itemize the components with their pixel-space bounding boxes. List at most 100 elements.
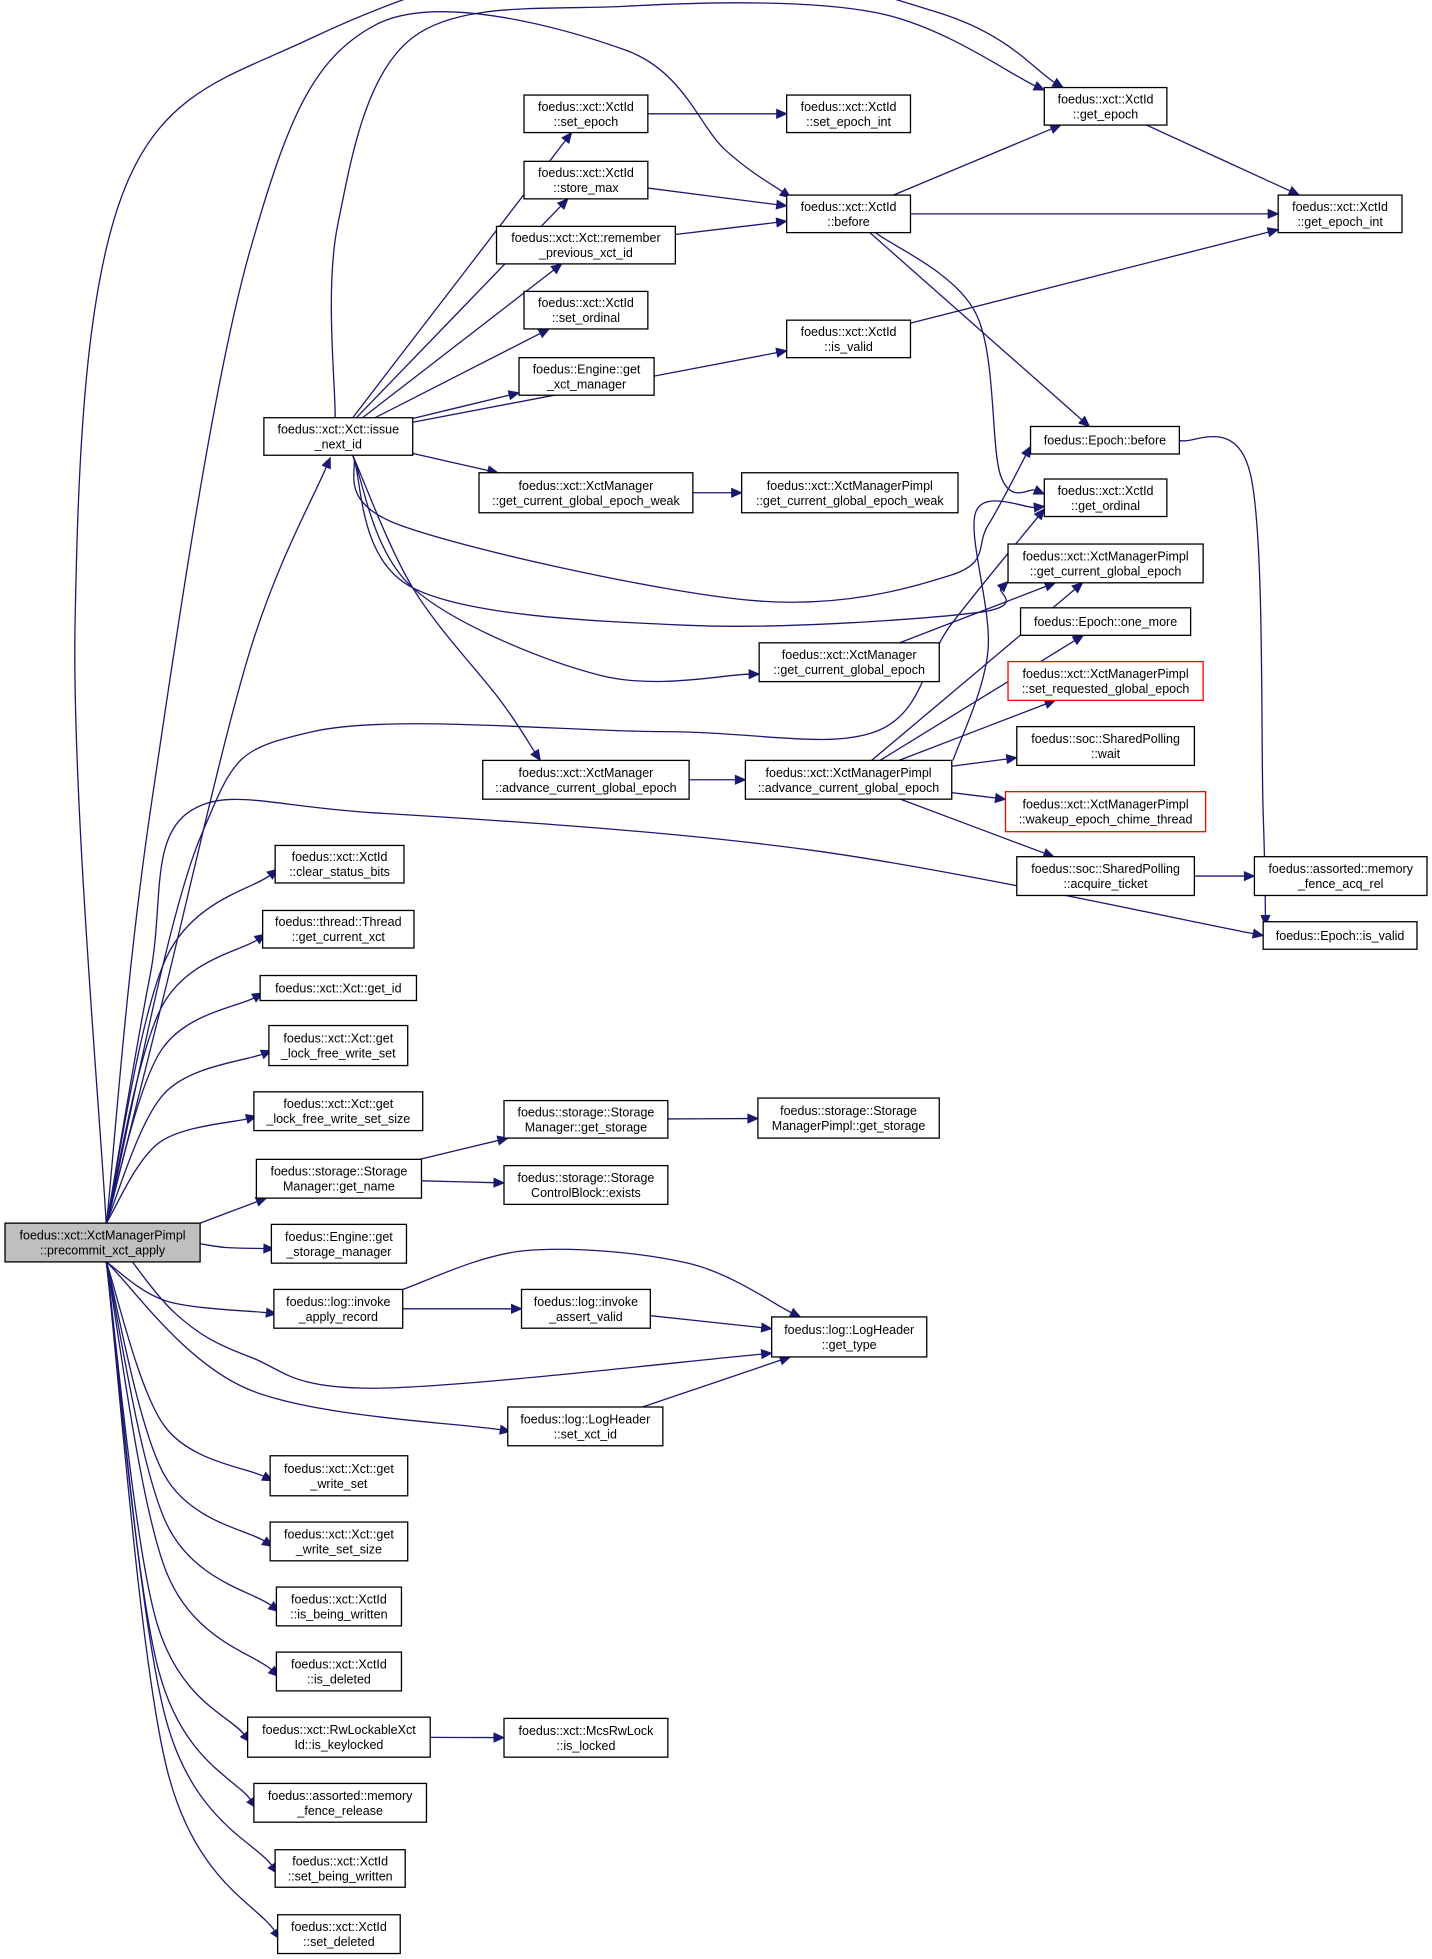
node-label-line: foedus::Engine::get [285,1230,393,1244]
node-label-line: foedus::xct::XctId [538,166,634,180]
edge-line [879,640,1076,761]
node-invoke-assert[interactable]: foedus::log::invoke_assert_valid [520,1288,651,1329]
node-remember-prev[interactable]: foedus::xct::Xct::remember_previous_xct_… [495,225,677,265]
node-set-being-written[interactable]: foedus::xct::XctId::set_being_written [274,1849,406,1888]
node-xm-weak[interactable]: foedus::xct::XctManager::get_current_glo… [478,472,694,514]
node-get-write-set[interactable]: foedus::xct::Xct::get_write_set [269,1455,409,1497]
node-label-line: _fence_release [296,1804,383,1818]
edge-line [105,1261,272,1671]
node-acquire-ticket[interactable]: foedus::soc::SharedPolling::acquire_tick… [1016,856,1196,897]
node-label-line: ::get_current_global_epoch_weak [492,494,680,508]
node-label-line: foedus::log::invoke [534,1295,638,1309]
arrowhead-icon [1032,80,1046,91]
node-get-id[interactable]: foedus::xct::Xct::get_id [259,974,418,1002]
node-xm-advance[interactable]: foedus::xct::XctManager::advance_current… [482,759,690,800]
edge-root-to-sm_get_name [199,1197,268,1224]
node-set-requested[interactable]: foedus::xct::XctManagerPimpl::set_reques… [1007,660,1204,702]
edge-line [900,798,1045,854]
node-is-valid-xid[interactable]: foedus::xct::XctId::is_valid [786,319,912,359]
node-lh-set-xct-id[interactable]: foedus::log::LogHeader::set_xct_id [507,1406,664,1447]
node-layer: foedus::xct::XctManagerPimpl::precommit_… [4,86,1428,1955]
node-box [523,290,649,330]
node-smp-get-storage[interactable]: foedus::storage::StorageManagerPimpl::ge… [757,1097,940,1139]
edge-set_epoch-to-set_epoch_int [647,108,788,119]
edge-root-to-get_storage_manager [200,1243,276,1254]
node-mf-acq-rel[interactable]: foedus::assorted::memory_fence_acq_rel [1253,856,1428,897]
node-label-line: foedus::xct::XctId [291,1658,387,1672]
node-label-line: Manager::get_storage [525,1120,647,1134]
arrowhead-icon [263,1243,276,1254]
node-store-max[interactable]: foedus::xct::XctId::store_max [523,160,649,200]
node-cb-exists[interactable]: foedus::storage::StorageControlBlock::ex… [503,1164,669,1206]
node-xmp-weak[interactable]: foedus::xct::XctManagerPimpl::get_curren… [740,472,959,514]
edge-before-to-epoch_before [869,232,1091,428]
node-label-line: foedus::xct::Xct::get [284,1527,394,1541]
node-set-deleted[interactable]: foedus::xct::XctId::set_deleted [276,1914,401,1955]
edge-line [951,758,1007,767]
node-xm-gcge[interactable]: foedus::xct::XctManager::get_current_glo… [758,642,940,683]
edge-line [105,939,258,1224]
node-label-line: ::set_ordinal [552,311,620,325]
node-sm-get-storage[interactable]: foedus::storage::StorageManager::get_sto… [503,1099,669,1139]
node-is-deleted[interactable]: foedus::xct::XctId::is_deleted [275,1651,403,1692]
node-issue-next-id[interactable]: foedus::xct::Xct::issue_next_id [263,417,414,456]
node-label-line: _write_set_size [295,1542,382,1556]
node-is-keylocked[interactable]: foedus::xct::RwLockableXctId::is_keylock… [246,1716,431,1758]
node-mcs-is-locked[interactable]: foedus::xct::McsRwLock::is_locked [503,1717,669,1758]
node-label-line: foedus::xct::XctManagerPimpl [1023,667,1189,681]
node-clear-status[interactable]: foedus::xct::XctId::clear_status_bits [274,844,405,884]
node-set-epoch-int[interactable]: foedus::xct::XctId::set_epoch_int [786,94,912,134]
node-sm-get-name[interactable]: foedus::storage::StorageManager::get_nam… [255,1158,423,1199]
node-get-ordinal[interactable]: foedus::xct::XctId::get_ordinal [1043,478,1168,518]
arrowhead-icon [507,390,521,401]
node-xmp-gcge[interactable]: foedus::xct::XctManagerPimpl::get_curren… [1007,543,1204,584]
edge-line [898,703,1047,762]
edge-sm_get_name-to-cb_exists [421,1177,506,1188]
node-before[interactable]: foedus::xct::XctId::before [786,194,912,234]
arrowhead-icon [1032,485,1046,495]
node-epoch-is-valid[interactable]: foedus::Epoch::is_valid [1262,921,1418,950]
node-label-line: ::get_current_xct [292,930,386,944]
node-get-write-set-size[interactable]: foedus::xct::Xct::get_write_set_size [269,1521,409,1562]
node-is-being-written[interactable]: foedus::xct::XctId::is_being_written [275,1586,403,1627]
edge-line [910,231,1269,324]
node-label-line: foedus::xct::XctId [1058,92,1154,106]
node-box [1043,478,1168,518]
node-get-xct-manager[interactable]: foedus::Engine::get_xct_manager [518,357,655,396]
node-box [771,1316,928,1358]
arrowhead-icon [550,263,563,275]
edge-line [675,221,777,236]
edge-issue_next_id-to-xm_weak [412,452,500,476]
node-get-epoch[interactable]: foedus::xct::XctId::get_epoch [1043,86,1168,126]
node-box [786,94,912,134]
edge-issue_next_id-to-get_epoch [330,2,1046,418]
node-one-more[interactable]: foedus::Epoch::one_more [1019,607,1192,636]
node-set-ordinal[interactable]: foedus::xct::XctId::set_ordinal [523,290,649,330]
node-label-line: foedus::Engine::get [533,362,641,376]
node-get-lfws-size[interactable]: foedus::xct::Xct::get_lock_free_write_se… [253,1091,424,1132]
edge-line [105,1261,267,1314]
node-box [269,1521,409,1562]
edge-layer [74,0,1301,1941]
node-root[interactable]: foedus::xct::XctManagerPimpl::precommit_… [4,1222,201,1263]
node-thread-gcx[interactable]: foedus::thread::Thread::get_current_xct [261,909,415,949]
edge-line [875,232,1036,494]
node-set-epoch[interactable]: foedus::xct::XctId::set_epoch [523,94,649,134]
node-label-line: foedus::xct::XctId [538,100,634,114]
node-get-storage-manager[interactable]: foedus::Engine::get_storage_manager [270,1223,408,1264]
edge-issue_next_id-to-remember_prev [362,263,563,419]
node-get-lfws[interactable]: foedus::xct::Xct::get_lock_free_write_se… [268,1024,409,1067]
node-sp-wait[interactable]: foedus::soc::SharedPolling::wait [1016,725,1196,767]
edge-before-to-get_epoch_int [910,208,1280,220]
node-xmp-advance[interactable]: foedus::xct::XctManagerPimpl::advance_cu… [744,759,953,800]
node-label-line: _assert_valid [548,1310,623,1324]
edge-line [402,1248,792,1314]
node-get-epoch-int[interactable]: foedus::xct::XctId::get_epoch_int [1277,194,1403,234]
node-wakeup[interactable]: foedus::xct::XctManagerPimpl::wakeup_epo… [1004,791,1207,833]
node-invoke-apply[interactable]: foedus::log::invoke_apply_record [273,1288,404,1329]
node-lh-get-type[interactable]: foedus::log::LogHeader::get_type [771,1316,928,1358]
node-label-line: ::advance_current_global_epoch [758,781,939,795]
edge-line [105,1261,265,1477]
node-epoch-before[interactable]: foedus::Epoch::before [1029,425,1181,455]
node-mf-release[interactable]: foedus::assorted::memory_fence_release [253,1782,428,1823]
